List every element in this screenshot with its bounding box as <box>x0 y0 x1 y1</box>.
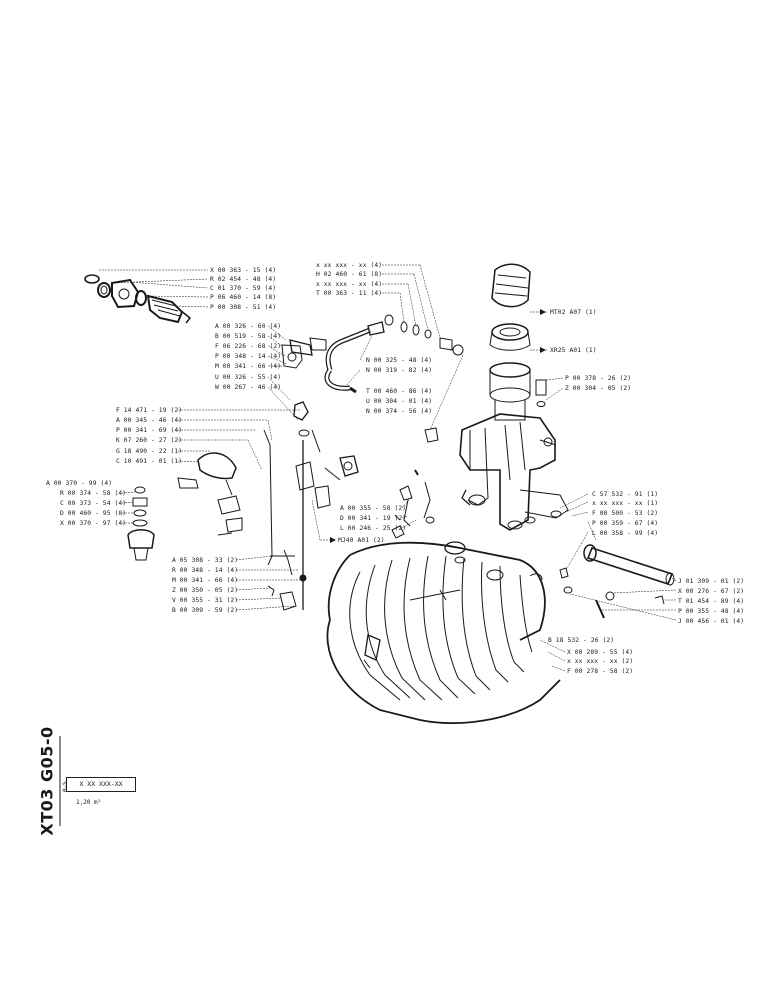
sheet-code-text: XT03 G05-0 <box>37 726 57 836</box>
part-label: P 00 359 - 67 (4) <box>592 520 659 527</box>
part-label: XR25 A01 (1) <box>550 347 597 354</box>
part-label: A 05 308 - 33 (2) <box>172 557 239 564</box>
scale-note: 0-% <box>62 781 69 792</box>
part-label: K 07 260 - 27 (2) <box>116 437 183 444</box>
part-label: P 00 378 - 26 (2) <box>565 375 632 382</box>
part-label: A 00 345 - 46 (4) <box>116 417 183 424</box>
part-label: T 00 363 - 11 (4) <box>316 290 383 297</box>
part-label: MT02 A07 (1) <box>550 309 597 316</box>
part-label: Z 00 350 - 05 (2) <box>172 587 239 594</box>
part-label: F 06 226 - 68 (2) <box>215 343 282 350</box>
part-label: T 00 460 - 86 (4) <box>366 388 433 395</box>
part-label: C 57 532 - 91 (1) <box>592 491 659 498</box>
sheet-code: XT03 G05-0 <box>36 726 58 835</box>
part-label: A 00 355 - 58 (2) <box>340 505 407 512</box>
part-label: N 00 374 - 56 (4) <box>366 408 433 415</box>
part-label: F 00 278 - 58 (2) <box>567 668 634 675</box>
part-label: Z 00 304 - 05 (2) <box>565 385 632 392</box>
part-label: P 00 355 - 48 (4) <box>678 608 745 615</box>
part-label: M 00 341 - 66 (4) <box>215 363 282 370</box>
part-label: R 02 454 - 48 (4) <box>210 276 277 283</box>
part-label: R 00 374 - 58 (4) <box>60 490 127 497</box>
part-label: N 00 319 - 82 (4) <box>366 367 433 374</box>
part-label: L 00 246 - 25 (2) <box>340 525 407 532</box>
part-label: D 00 341 - 19 (2) <box>340 515 407 522</box>
part-label: D 00 460 - 95 (8) <box>60 510 127 517</box>
bottom-left-leaders <box>235 555 300 611</box>
part-label: B 18 532 - 26 (2) <box>548 637 615 644</box>
part-label: P 06 460 - 14 (8) <box>210 294 277 301</box>
part-label: X 00 289 - 55 (4) <box>567 649 634 656</box>
part-label: B 00 309 - 59 (2) <box>172 607 239 614</box>
part-label: G 18 490 - 22 (1) <box>116 448 183 455</box>
part-label: x xx xxx - xx (4) <box>316 281 383 288</box>
part-label: A 00 370 - 99 (4) <box>46 480 113 487</box>
part-label: F 00 500 - 53 (2) <box>592 510 659 517</box>
far-left-fittings <box>121 486 155 561</box>
part-label: P 00 308 - 51 (4) <box>210 304 277 311</box>
part-label: X 00 370 - 97 (4) <box>60 520 127 527</box>
part-label: A 00 326 - 60 (4) <box>215 323 282 330</box>
part-label: U 00 326 - 55 (4) <box>215 374 282 381</box>
part-label: X 00 363 - 15 (4) <box>210 267 277 274</box>
fitting-assembly-top-left <box>84 269 209 324</box>
area-note: 1,20 m² <box>76 799 102 806</box>
part-label: J 00 456 - 01 (4) <box>678 618 745 625</box>
part-label: V 00 355 - 31 (2) <box>172 597 239 604</box>
pin-shaft <box>529 493 677 621</box>
grab-bucket <box>311 469 561 724</box>
hose-assembly <box>289 264 464 443</box>
part-label: C 10 491 - 01 (1) <box>116 458 183 465</box>
reference-box: X XX XXX-XX <box>66 777 136 792</box>
rotator-stack <box>489 263 564 421</box>
part-label: P 00 341 - 69 (4) <box>116 427 183 434</box>
part-label: x xx xxx - xx (4) <box>316 262 383 269</box>
part-label: C 01 370 - 59 (4) <box>210 285 277 292</box>
part-label: W 00 267 - 46 (4) <box>215 384 282 391</box>
part-label: x xx xxx - xx (1) <box>592 500 659 507</box>
part-label: MJ40 A01 (2) <box>338 537 385 544</box>
bottom-right-leaders <box>539 639 566 672</box>
part-label: N 00 325 - 48 (4) <box>366 357 433 364</box>
part-label: R 00 348 - 14 (4) <box>172 567 239 574</box>
part-label: X 00 276 - 67 (2) <box>678 588 745 595</box>
main-bracket <box>459 413 569 531</box>
part-label: J 01 309 - 01 (2) <box>678 578 745 585</box>
part-label: M 00 341 - 66 (4) <box>172 577 239 584</box>
part-label: H 02 460 - 61 (8) <box>316 271 383 278</box>
part-label: C 00 373 - 54 (4) <box>60 500 127 507</box>
part-label: x xx xxx - xx (2) <box>567 658 634 665</box>
part-label: B 00 519 - 58 (4) <box>215 333 282 340</box>
part-label: P 00 348 - 14 (4) <box>215 353 282 360</box>
part-label: F 14 471 - 19 (2) <box>116 407 183 414</box>
part-label: T 01 454 - 89 (4) <box>678 598 745 605</box>
part-label: U 00 304 - 01 (4) <box>366 398 433 405</box>
part-label: L 00 358 - 99 (4) <box>592 530 659 537</box>
